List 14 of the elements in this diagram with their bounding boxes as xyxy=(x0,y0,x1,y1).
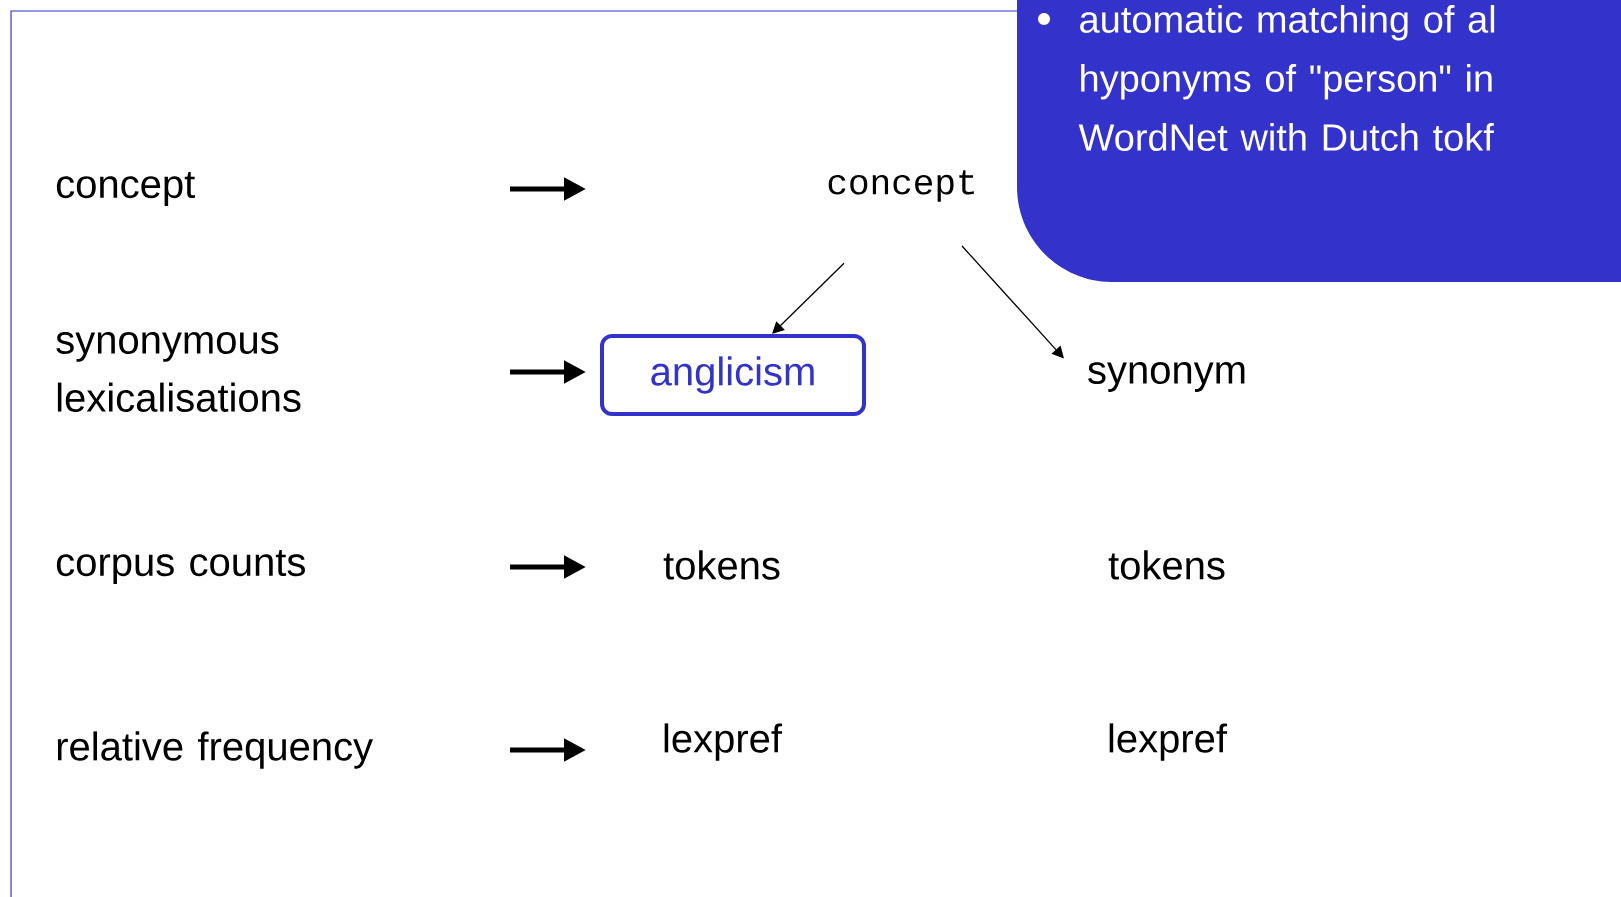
term-label: tokens xyxy=(663,550,780,580)
concept-label: concept xyxy=(828,170,974,202)
term-label: synonym xyxy=(1088,362,1245,392)
term-label: lexpref xyxy=(1109,723,1228,761)
row-label: relative frequency xyxy=(57,731,373,769)
term-box: anglicism xyxy=(600,334,866,416)
term-label: lexpref xyxy=(664,723,783,761)
arrow xyxy=(961,245,1064,359)
row-label: synonymous lexicalisations xyxy=(56,332,301,412)
row-label: corpus counts xyxy=(56,549,305,585)
callout-box: automatic matching of al hyponyms of "person" in WordNet with Dutch tokf xyxy=(1017,0,1621,282)
row-label: concept xyxy=(56,171,195,207)
term-label: tokens xyxy=(1108,550,1225,580)
arrow xyxy=(772,262,845,334)
